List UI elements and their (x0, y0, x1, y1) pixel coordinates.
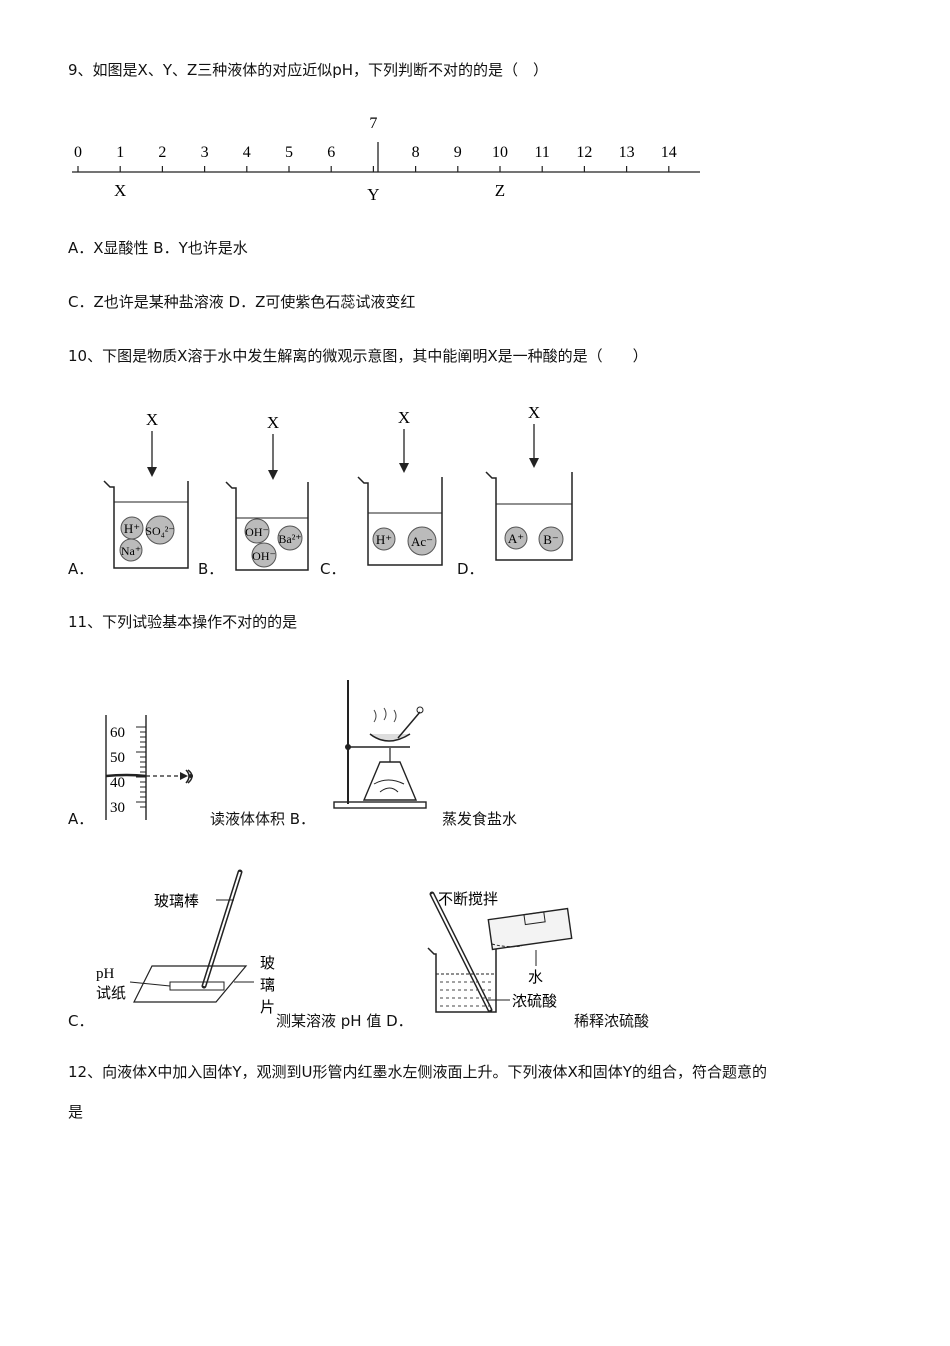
beaker-c-diagram: X H⁺ Ac⁻ (357, 408, 443, 566)
q9-stem: 9、如图是X、Y、Z三种液体的对应近似pH，下列判断不对的的是（ ） (68, 61, 549, 79)
ion-label: Ac⁻ (411, 534, 433, 549)
q11-option-c-text: 测某溶液 pH 值 D． (276, 1012, 413, 1030)
q11-stem: 11、下列试验基本操作不对的的是 (68, 613, 298, 631)
q10-option-d-letter: D． (457, 560, 484, 578)
ph-tick-label: 1 (116, 144, 124, 161)
q10-option-b-letter: B． (198, 560, 224, 578)
ion-label: Na⁺ (121, 544, 141, 558)
ion-label: Ba²⁺ (278, 532, 301, 546)
q11-option-c-letter: C． (68, 1012, 94, 1030)
ion-label: A⁺ (508, 531, 524, 546)
cylinder-mark: 50 (110, 750, 125, 766)
ion-label: OH⁻ (252, 549, 276, 563)
glass-slide-label: 玻 (260, 955, 275, 972)
beaker-d-diagram: X A⁺ B⁻ (485, 403, 573, 561)
glass-slide-label: 片 (260, 999, 275, 1016)
cylinder-mark: 60 (110, 725, 125, 741)
water-label: 水 (528, 969, 543, 986)
q11-option-a-text: 读液体体积 B． (210, 810, 316, 828)
q11-option-a-letter: A． (68, 810, 94, 828)
q10-option-a-letter: A． (68, 560, 94, 578)
ion-label: SO₄²⁻ (145, 524, 174, 538)
ph-test-diagram: 玻璃棒 pH 试纸 玻 璃 片 (96, 869, 275, 1016)
beaker-b-x-label: X (267, 413, 279, 432)
ph-tick-label: 14 (661, 144, 677, 161)
beaker-d-x-label: X (528, 403, 540, 422)
q12-stem-line-1: 12、向液体X中加入固体Y，观测到U形管内红墨水左侧液面上升。下列液体X和固体Y… (68, 1063, 767, 1081)
q11-option-d-text: 稀释浓硫酸 (574, 1012, 650, 1030)
ph-paper-label: pH (96, 966, 115, 982)
ph-marker-z: Z (495, 181, 505, 200)
q12-stem-line-2: 是 (68, 1103, 84, 1121)
ion-label: OH⁻ (245, 525, 269, 539)
beaker-b-diagram: X OH⁻ Ba²⁺ OH⁻ (225, 413, 309, 571)
graduated-cylinder-diagram: 60 50 40 30 (105, 715, 193, 820)
ph-tick-label: 10 (492, 144, 508, 161)
ion-label: H⁺ (376, 532, 392, 547)
ph-tick-label: 8 (412, 144, 420, 161)
conc-acid-label: 浓硫酸 (512, 993, 557, 1010)
ion-label: H⁺ (124, 521, 140, 536)
cylinder-mark: 30 (110, 800, 125, 816)
stir-label: 不断搅拌 (438, 891, 498, 908)
glass-slide-label: 璃 (260, 977, 275, 994)
ph-tick-label: 2 (158, 144, 166, 161)
glass-rod-label: 玻璃棒 (154, 892, 199, 910)
ph-tick-label: 6 (327, 144, 335, 161)
ion-label: B⁻ (543, 532, 559, 547)
ph-tick-label: 3 (201, 144, 209, 161)
ph-tick-label: 13 (619, 144, 635, 161)
q11-option-b-text: 蒸发食盐水 (442, 810, 518, 828)
ph-marker-y: Y (367, 185, 379, 204)
ph-tick-label: 5 (285, 144, 293, 161)
q9-options-line-2: C．Z也许是某种盐溶液 D．Z可使紫色石蕊试液变红 (68, 293, 416, 311)
ph-tick-label: 7 (369, 115, 377, 132)
dilute-acid-diagram: 不断搅拌 水 浓硫酸 (427, 891, 573, 1013)
beaker-c-x-label: X (398, 408, 410, 427)
ph-tick-label: 11 (534, 144, 549, 161)
q10-option-c-letter: C． (320, 560, 346, 578)
beaker-a-diagram: X H⁺ SO₄²⁻ Na⁺ (103, 410, 189, 569)
beaker-a-x-label: X (146, 410, 158, 429)
q10-stem: 10、下图是物质X溶于水中发生解离的微观示意图，其中能阐明X是一种酸的是（ ） (68, 347, 648, 365)
ph-tick-label: 4 (243, 144, 251, 161)
ph-tick-label: 0 (74, 144, 82, 161)
ph-tick-label: 9 (454, 144, 462, 161)
evaporation-apparatus-diagram (333, 680, 427, 809)
q9-options-line-1: A．X显酸性 B．Y也许是水 (68, 239, 248, 257)
ph-marker-x: X (114, 181, 126, 200)
ph-paper-label: 试纸 (96, 985, 126, 1002)
cylinder-mark: 40 (110, 775, 125, 791)
ph-tick-label: 12 (576, 144, 592, 161)
